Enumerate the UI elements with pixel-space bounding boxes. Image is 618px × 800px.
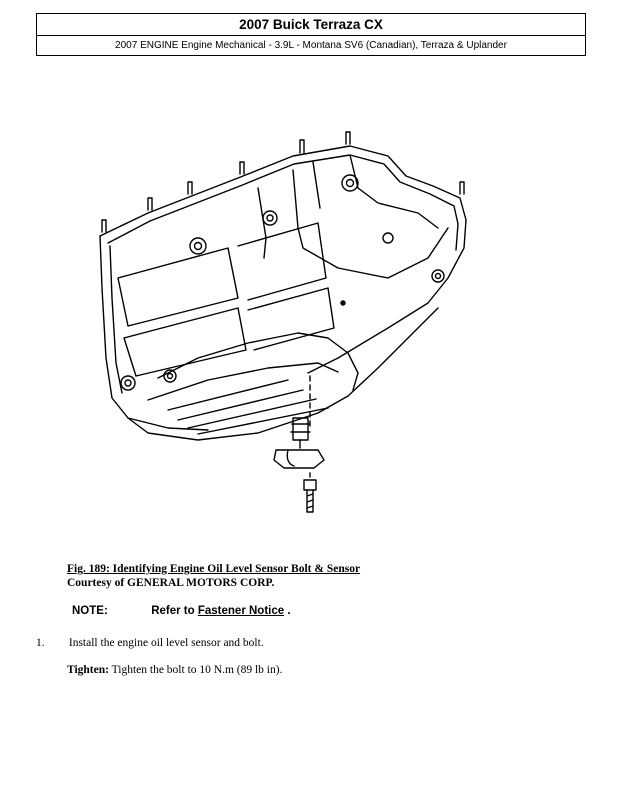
step-item: 1. Install the engine oil level sensor a… — [36, 637, 264, 649]
note-block: NOTE: Refer to Fastener Notice . — [72, 605, 291, 617]
tighten-label: Tighten: — [67, 664, 109, 676]
section-subtitle: 2007 ENGINE Engine Mechanical - 3.9L - M… — [115, 40, 507, 51]
oil-pan-sensor-illustration — [99, 131, 467, 513]
step-number: 1. — [36, 637, 45, 649]
note-suffix: . — [287, 605, 291, 617]
fastener-notice-link[interactable]: Fastener Notice — [197, 605, 285, 617]
step-text: Install the engine oil level sensor and … — [68, 637, 264, 649]
tighten-instruction: Tighten: Tighten the bolt to 10 N.m (89 … — [67, 664, 282, 676]
document-header: 2007 Buick Terraza CX 2007 ENGINE Engine… — [36, 13, 586, 56]
vehicle-title: 2007 Buick Terraza CX — [37, 14, 585, 36]
caption-title: Fig. 189: Identifying Engine Oil Level S… — [67, 563, 361, 575]
note-label: NOTE: — [72, 605, 108, 617]
caption-credit: Courtesy of GENERAL MOTORS CORP. — [67, 577, 275, 589]
note-prefix: Refer to — [151, 605, 195, 617]
tighten-text: Tighten the bolt to 10 N.m (89 lb in). — [111, 664, 283, 676]
figure-caption: Fig. 189: Identifying Engine Oil Level S… — [67, 562, 360, 590]
